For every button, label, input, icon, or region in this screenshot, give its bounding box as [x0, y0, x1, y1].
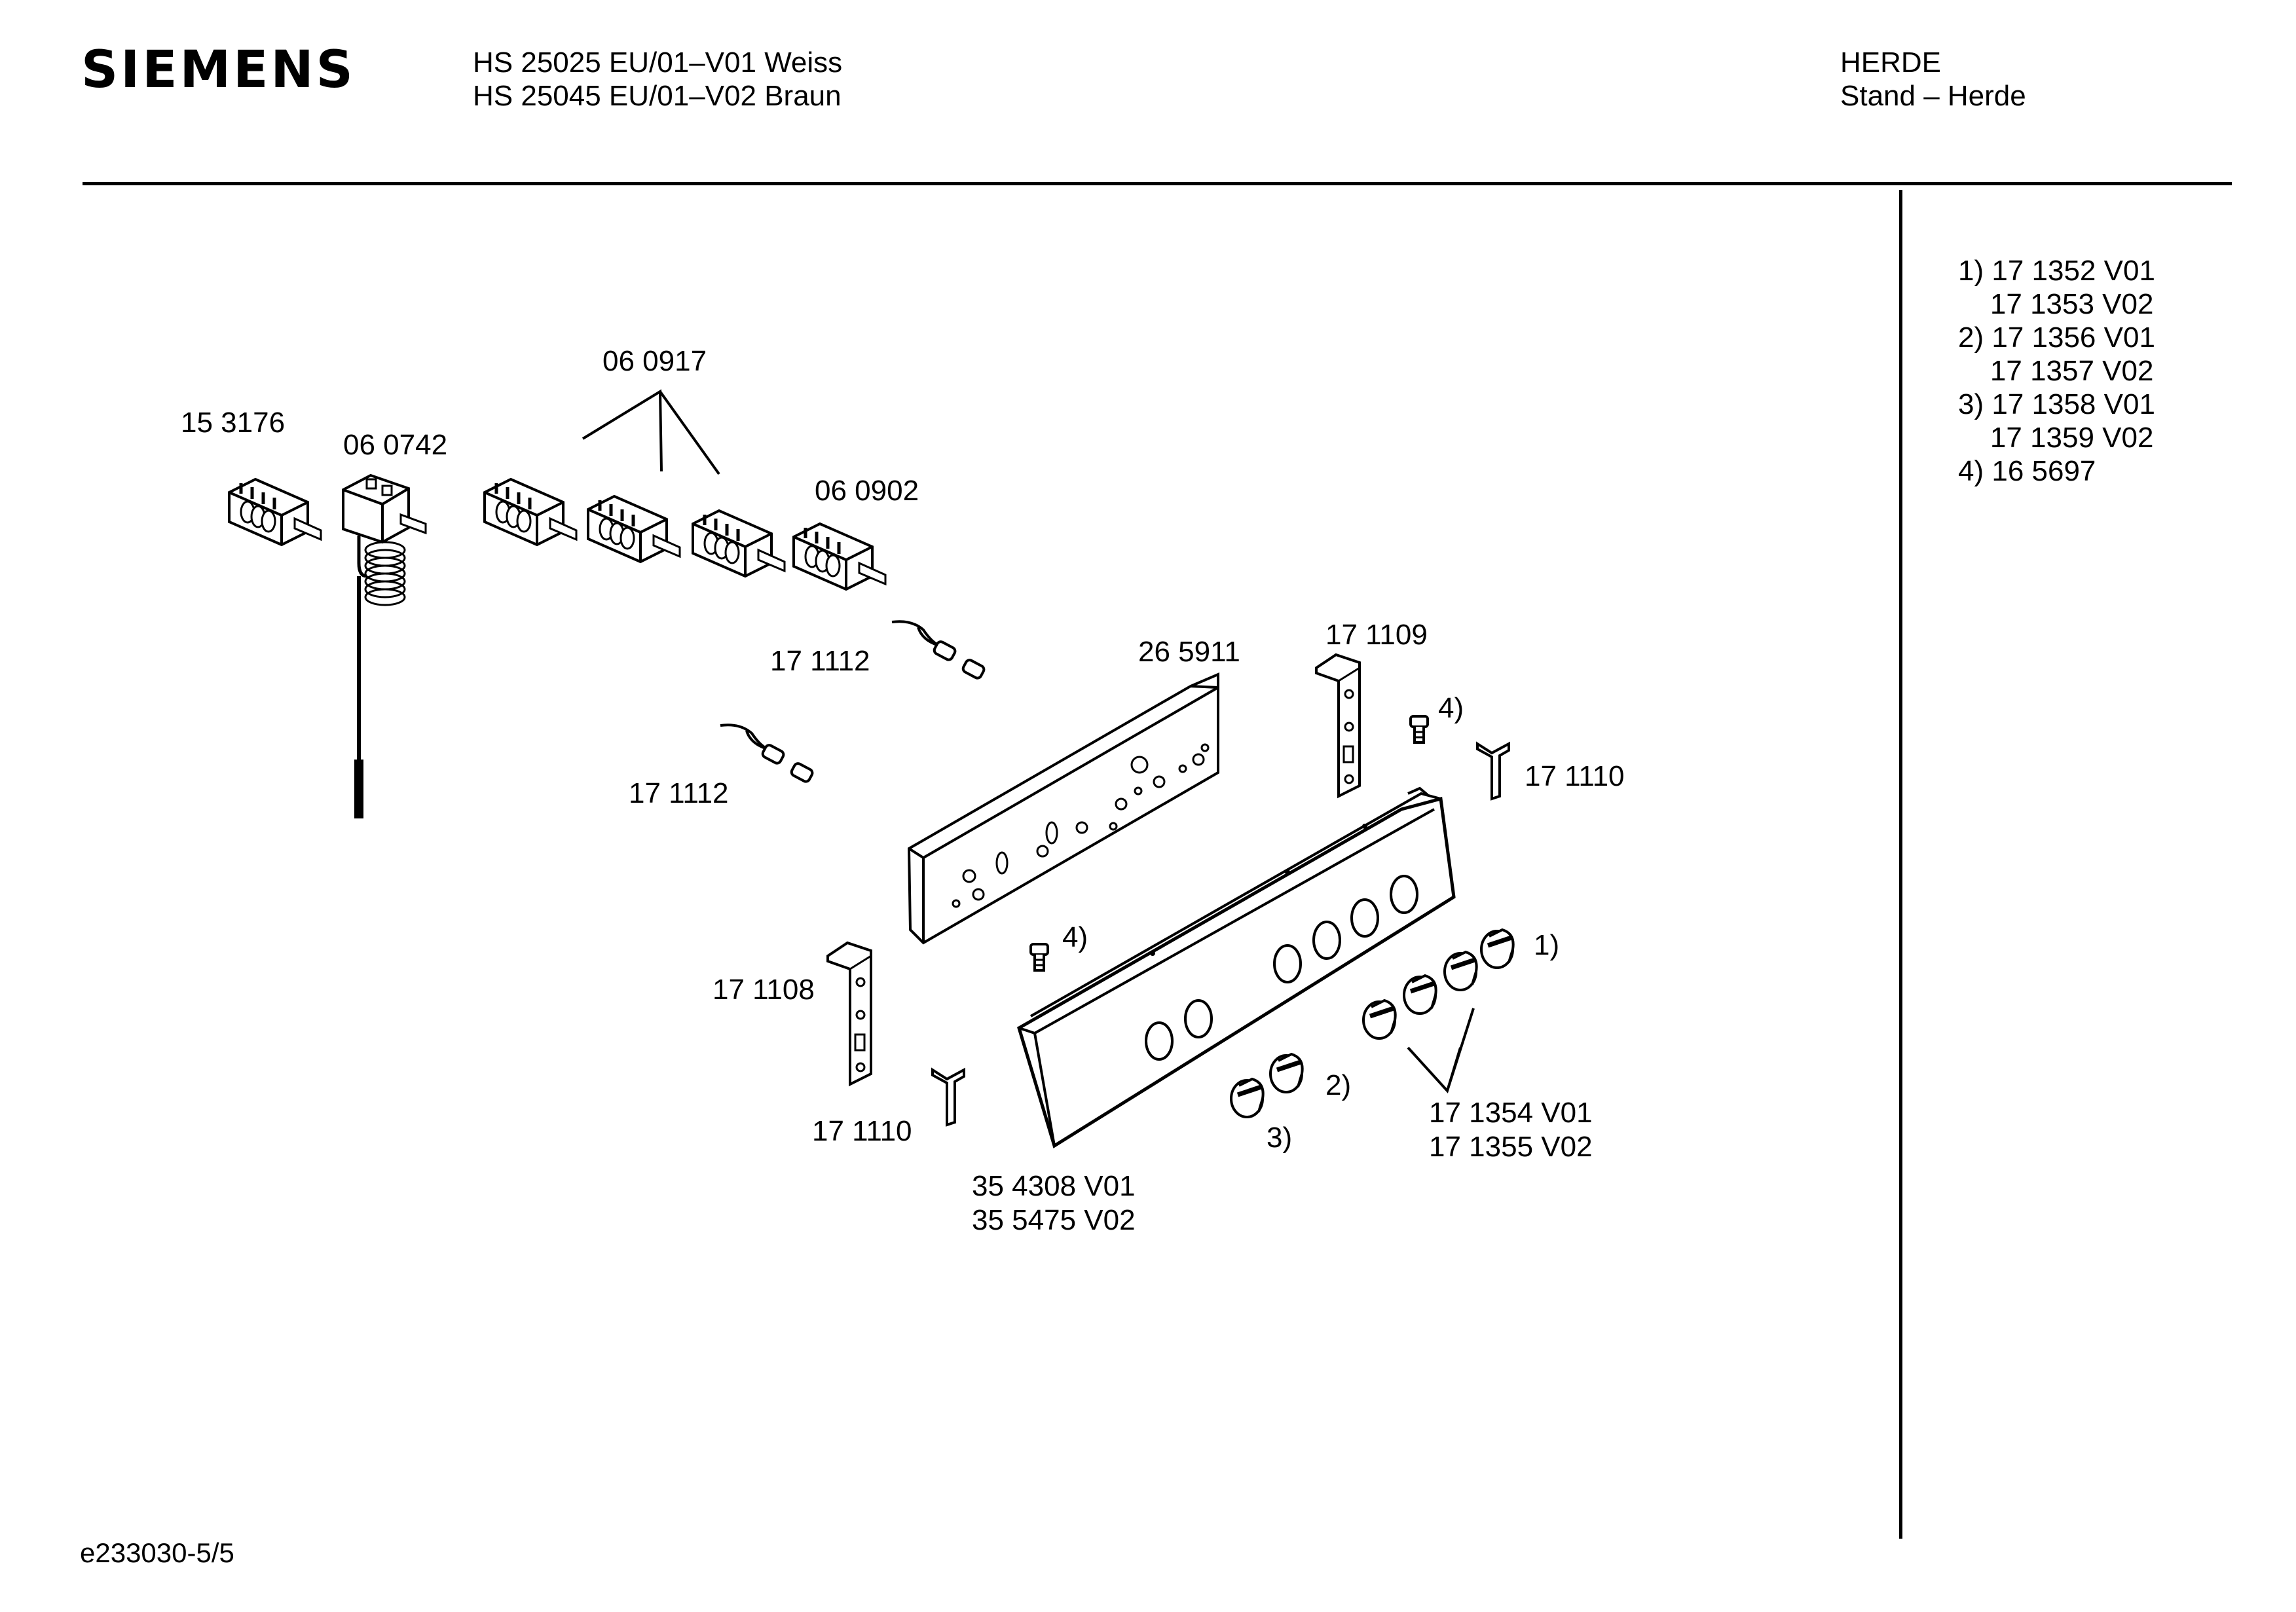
- lamp-upper-part: [891, 620, 987, 681]
- legend-row: 17 1353 V02: [1958, 288, 2154, 320]
- switch-single-part: [794, 524, 885, 589]
- label-knob-ref-1: 1): [1534, 929, 1559, 961]
- legend-list: 1) 17 1352 V01 17 1353 V02 2) 17 1356 V0…: [1958, 254, 2155, 488]
- label-lamp-upper: 17 1112: [770, 645, 870, 677]
- category-title: HERDE: [1840, 46, 1942, 79]
- category-subtitle: Stand – Herde: [1840, 80, 2026, 112]
- label-switch-group: 06 0917: [602, 345, 707, 377]
- label-knob-v01: 17 1354 V01: [1429, 1097, 1593, 1129]
- label-bracket-right: 17 1109: [1325, 619, 1428, 651]
- header-divider: [83, 182, 2232, 185]
- label-bracket-left: 17 1108: [713, 974, 815, 1006]
- screw-lower-part: [1029, 943, 1049, 972]
- bracket-left-part: [826, 942, 872, 1086]
- label-fascia-v02: 35 5475 V02: [972, 1204, 1136, 1236]
- label-switch-single: 06 0902: [815, 475, 919, 507]
- clip-right-part: [1476, 742, 1510, 800]
- label-control-panel: 26 5911: [1138, 636, 1240, 668]
- thermostat-switch-part: [229, 479, 321, 545]
- label-clip-left: 17 1110: [812, 1115, 912, 1147]
- label-knob-v02: 17 1355 V02: [1429, 1131, 1593, 1163]
- clip-left-part: [931, 1069, 965, 1126]
- label-knob-ref-2: 2): [1325, 1069, 1351, 1101]
- label-screw-lower: 4): [1062, 921, 1088, 953]
- switch-group-part: [485, 389, 785, 576]
- legend-row: 1) 17 1352 V01: [1958, 255, 2155, 287]
- legend-divider: [1899, 190, 1902, 1539]
- bracket-right-part: [1315, 653, 1361, 797]
- label-clip-right: 17 1110: [1525, 760, 1625, 792]
- legend-row: 3) 17 1358 V01: [1958, 388, 2155, 420]
- model-line-2: HS 25045 EU/01–V02 Braun: [473, 80, 842, 112]
- legend-row: 17 1357 V02: [1958, 355, 2154, 387]
- label-fascia-v01: 35 4308 V01: [972, 1170, 1136, 1202]
- label-lamp-lower: 17 1112: [629, 777, 729, 809]
- legend-row: 17 1359 V02: [1958, 422, 2154, 454]
- label-screw-upper: 4): [1438, 692, 1464, 724]
- thermostat-part: [342, 473, 427, 818]
- label-thermostat-switch: 15 3176: [181, 407, 285, 439]
- brand-logo: SIEMENS: [81, 41, 356, 100]
- legend-row: 4) 16 5697: [1958, 455, 2096, 487]
- control-panel-part: [907, 672, 1219, 945]
- label-thermostat: 06 0742: [343, 429, 447, 461]
- fascia-part: [1017, 786, 1456, 1148]
- screw-upper-part: [1409, 715, 1429, 744]
- drawing-code: e233030-5/5: [80, 1537, 234, 1568]
- model-line-1: HS 25025 EU/01–V01 Weiss: [473, 46, 843, 79]
- label-knob-ref-3: 3): [1267, 1122, 1292, 1154]
- lamp-lower-part: [719, 724, 815, 784]
- legend-row: 2) 17 1356 V01: [1958, 321, 2155, 354]
- knobs-part: [1231, 930, 1513, 1117]
